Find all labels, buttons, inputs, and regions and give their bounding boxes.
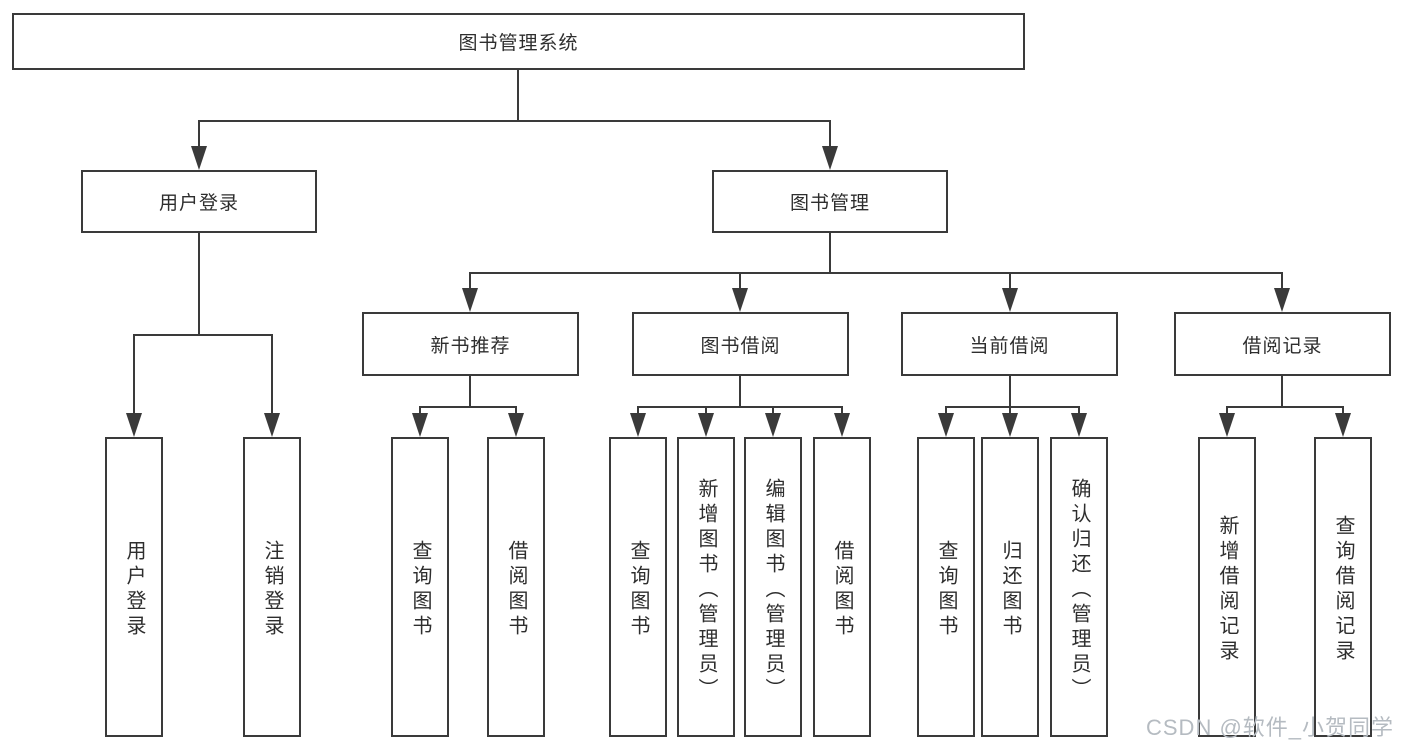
leaf-user-login: 用户登录 [105,437,163,737]
connector-level3-bus [469,272,1283,274]
leaf-label: 借阅图书 [505,540,527,640]
connector-drop-leaf [1226,406,1228,415]
arrow-down-icon [1002,288,1018,312]
node-book-management-label: 图书管理 [789,193,870,214]
leaf-label: 查询图书 [627,540,649,640]
connector-drop-leaf [1078,406,1080,415]
leaf-query-books-current: 查询图书 [917,437,975,737]
connector-drop-book-mgmt [829,120,831,150]
node-borrowing-records-label: 借阅记录 [1242,335,1323,357]
connector-user-login-bus [133,334,273,336]
leaf-label: 新增图书（管理员） [695,477,717,703]
connector-drop-group [739,272,741,290]
node-book-borrowing-label: 图书借阅 [700,335,781,357]
leaf-add-borrow-record: 新增借阅记录 [1198,437,1256,737]
leaf-edit-books-admin: 编辑图书（管理员） [744,437,802,737]
leaf-query-books-recommend: 查询图书 [391,437,449,737]
leaf-label: 确认归还（管理员） [1068,477,1090,703]
arrow-down-icon [1219,413,1235,437]
arrow-down-icon [462,288,478,312]
connector-group3-bus [945,406,1080,408]
connector-drop-leaf [637,406,639,415]
node-root: 图书管理系统 [12,13,1025,70]
arrow-down-icon [1335,413,1351,437]
node-root-label: 图书管理系统 [458,33,579,54]
leaf-borrow-books: 借阅图书 [813,437,871,737]
leaf-query-borrow-record: 查询借阅记录 [1314,437,1372,737]
node-book-borrowing: 图书借阅 [632,312,849,376]
connector-drop-leaf [515,406,517,415]
node-user-login-label: 用户登录 [158,193,239,214]
leaf-confirm-return-admin: 确认归还（管理员） [1050,437,1108,737]
node-new-book-recommend-label: 新书推荐 [430,335,511,357]
arrow-down-icon [1071,413,1087,437]
connector-level2-bus [198,120,831,122]
connector-drop-leaf [271,334,273,415]
connector-drop-leaf [705,406,707,415]
node-current-borrowing: 当前借阅 [901,312,1118,376]
leaf-add-books-admin: 新增图书（管理员） [677,437,735,737]
connector-group4-bus [1226,406,1344,408]
leaf-return-books: 归还图书 [981,437,1039,737]
arrow-down-icon [765,413,781,437]
connector-group1-bus [419,406,517,408]
connector-group3-stem [1009,376,1011,408]
connector-drop-leaf [772,406,774,415]
csdn-watermark: CSDN @软件_小贺同学 [1146,715,1395,740]
node-current-borrowing-label: 当前借阅 [969,335,1050,357]
leaf-label: 查询图书 [409,540,431,640]
arrow-down-icon [412,413,428,437]
arrow-down-icon [126,413,142,437]
arrow-down-icon [698,413,714,437]
connector-user-login-stem [198,233,200,336]
connector-group2-bus [637,406,843,408]
connector-book-mgmt-stem [829,233,831,274]
connector-root-stem [517,70,519,122]
arrow-down-icon [191,146,207,170]
connector-group4-stem [1281,376,1283,408]
arrow-down-icon [1002,413,1018,437]
connector-drop-leaf [1009,406,1011,415]
connector-drop-leaf [841,406,843,415]
node-borrowing-records: 借阅记录 [1174,312,1391,376]
leaf-query-books-borrowing: 查询图书 [609,437,667,737]
leaf-label: 查询图书 [935,540,957,640]
connector-group2-stem [739,376,741,408]
node-new-book-recommend: 新书推荐 [362,312,579,376]
arrow-down-icon [732,288,748,312]
connector-drop-group [469,272,471,290]
leaf-label: 用户登录 [123,540,145,640]
leaf-label: 查询借阅记录 [1332,515,1354,665]
node-user-login: 用户登录 [81,170,317,233]
node-book-management: 图书管理 [712,170,948,233]
arrow-down-icon [1274,288,1290,312]
arrow-down-icon [822,146,838,170]
leaf-label: 借阅图书 [831,540,853,640]
arrow-down-icon [630,413,646,437]
leaf-label: 归还图书 [999,540,1021,640]
arrow-down-icon [508,413,524,437]
arrow-down-icon [834,413,850,437]
connector-drop-group [1281,272,1283,290]
connector-drop-user-login [198,120,200,150]
leaf-logout: 注销登录 [243,437,301,737]
connector-drop-leaf [945,406,947,415]
connector-group1-stem [469,376,471,408]
connector-drop-leaf [133,334,135,415]
arrow-down-icon [938,413,954,437]
connector-drop-leaf [1342,406,1344,415]
connector-drop-leaf [419,406,421,415]
connector-drop-group [1009,272,1011,290]
leaf-label: 新增借阅记录 [1216,515,1238,665]
leaf-borrow-books-recommend: 借阅图书 [487,437,545,737]
leaf-label: 编辑图书（管理员） [762,477,784,703]
leaf-label: 注销登录 [261,540,283,640]
arrow-down-icon [264,413,280,437]
